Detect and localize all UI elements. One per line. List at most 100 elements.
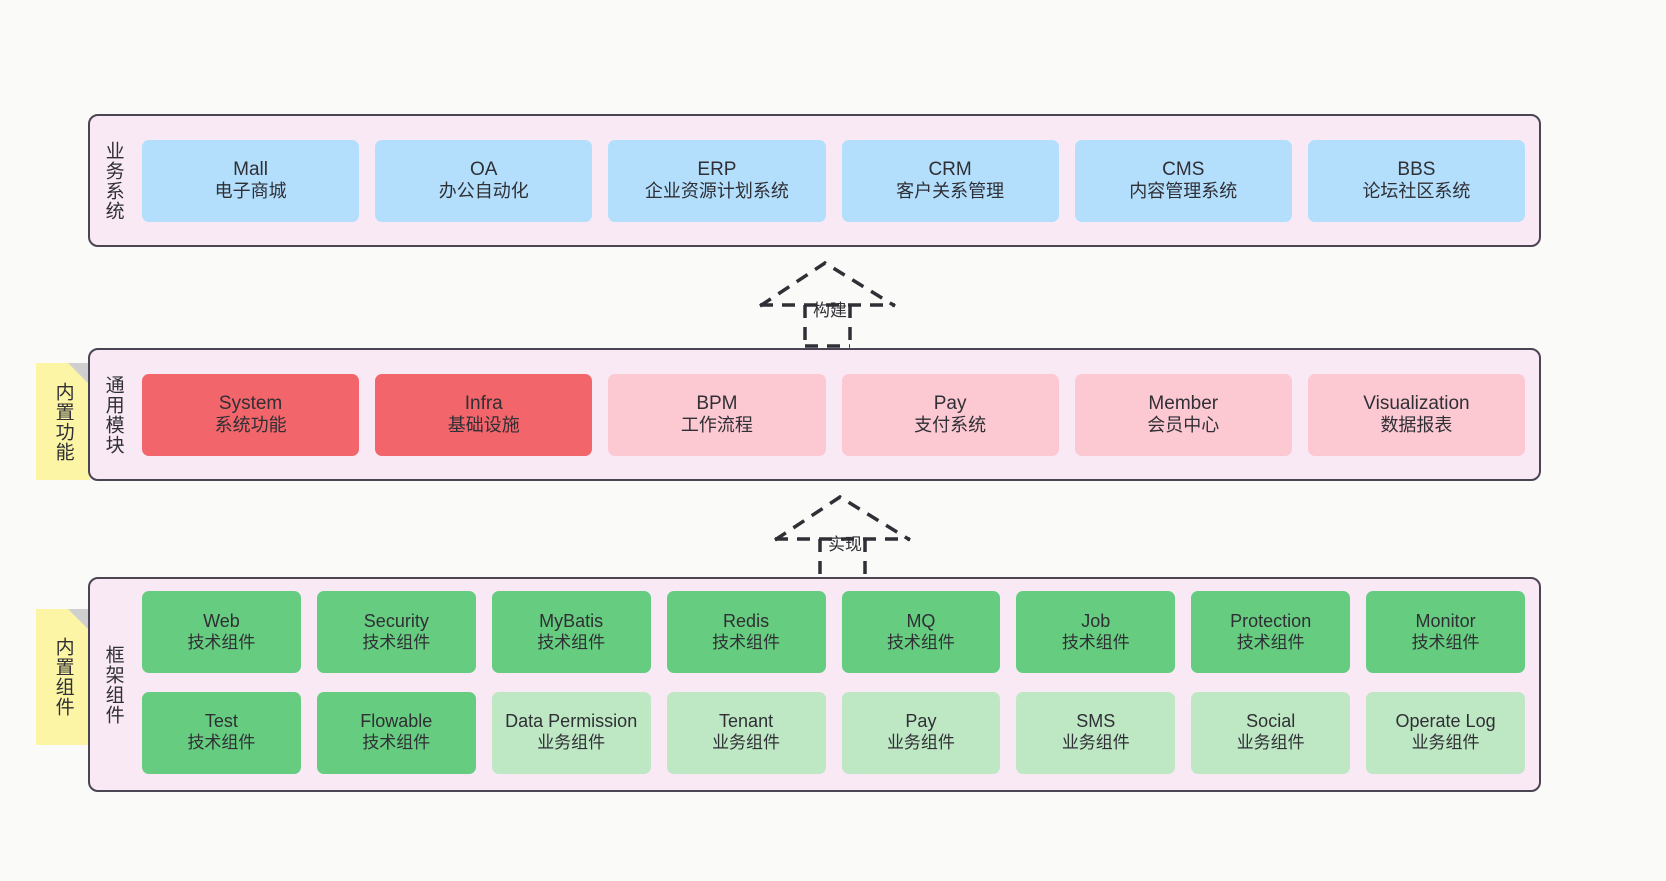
- card-title: Security: [363, 610, 429, 631]
- card-title: Data Permission: [505, 711, 638, 732]
- layer-business-label: 业务系统: [102, 140, 124, 221]
- card-title: BPM: [696, 392, 738, 414]
- card-title: Pay: [933, 392, 967, 414]
- card-subtitle: 业务组件: [537, 733, 606, 753]
- connector-build-arrow: [759, 260, 896, 348]
- card-title: Operate Log: [1395, 711, 1496, 732]
- card-title: MQ: [906, 610, 936, 631]
- card-subtitle: 技术组件: [886, 632, 955, 652]
- card-title: BBS: [1397, 158, 1436, 180]
- connector-build-label: 构建: [813, 301, 847, 320]
- card-title: ERP: [697, 158, 737, 180]
- card-title: Member: [1148, 392, 1219, 414]
- card-title: Visualization: [1363, 392, 1470, 414]
- card-title: Redis: [723, 610, 770, 631]
- card-title: Monitor: [1415, 610, 1476, 631]
- layer-framework-label: 框架组件: [102, 644, 124, 725]
- card-title: Web: [203, 610, 240, 631]
- card-subtitle: 会员中心: [1147, 415, 1220, 436]
- card-title: Infra: [464, 392, 503, 414]
- card-subtitle: 客户关系管理: [896, 181, 1005, 202]
- card-subtitle: 技术组件: [362, 632, 431, 652]
- card-subtitle: 企业资源计划系统: [644, 181, 789, 202]
- card-subtitle: 内容管理系统: [1129, 181, 1238, 202]
- note-fold-corner-icon: [68, 609, 90, 631]
- card-title: MyBatis: [539, 610, 604, 631]
- card-subtitle: 技术组件: [712, 632, 781, 652]
- card-title: System: [218, 392, 283, 414]
- card-title: Mall: [233, 158, 268, 180]
- card-subtitle: 办公自动化: [438, 181, 529, 202]
- card-title: Test: [204, 711, 238, 732]
- card-subtitle: 系统功能: [214, 415, 287, 436]
- card-subtitle: 论坛社区系统: [1362, 181, 1471, 202]
- card-subtitle: 支付系统: [914, 415, 987, 436]
- card-subtitle: 业务组件: [712, 733, 781, 753]
- connector-build: 构建: [755, 258, 905, 348]
- connector-implement-label: 实现: [828, 535, 862, 554]
- note-builtin-features-label: 内置功能: [52, 381, 74, 462]
- card-subtitle: 技术组件: [362, 733, 431, 753]
- card-subtitle: 技术组件: [1061, 632, 1130, 652]
- card-title: OA: [470, 158, 498, 180]
- card-title: Flowable: [360, 711, 433, 732]
- card-title: Social: [1246, 711, 1296, 732]
- card-title: Tenant: [719, 711, 774, 732]
- card-subtitle: 业务组件: [886, 733, 955, 753]
- note-builtin-features: 内置功能: [36, 363, 90, 480]
- layer-module-label: 通用模块: [102, 374, 124, 455]
- card-subtitle: 数据报表: [1380, 415, 1453, 436]
- connector-implement: 实现: [770, 492, 920, 582]
- card-subtitle: 业务组件: [1236, 733, 1305, 753]
- note-fold-corner-icon: [68, 363, 90, 385]
- card-subtitle: 基础设施: [447, 415, 520, 436]
- card-subtitle: 技术组件: [1411, 632, 1480, 652]
- card-subtitle: 业务组件: [1411, 733, 1480, 753]
- card-subtitle: 业务组件: [1061, 733, 1130, 753]
- card-title: Protection: [1230, 610, 1312, 631]
- card-subtitle: 技术组件: [187, 632, 256, 652]
- note-builtin-components: 内置组件: [36, 609, 90, 745]
- note-builtin-components-label: 内置组件: [52, 637, 74, 717]
- card-subtitle: 技术组件: [187, 733, 256, 753]
- card-title: CMS: [1162, 158, 1205, 180]
- card-subtitle: 电子商城: [214, 181, 287, 202]
